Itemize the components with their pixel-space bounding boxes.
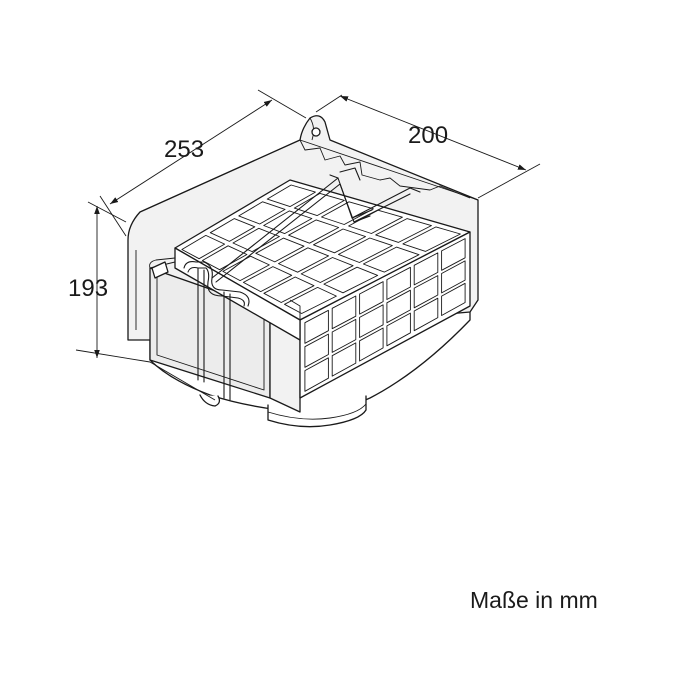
filter-cell [386, 289, 411, 324]
filter-cell [284, 286, 337, 314]
filter-cell [413, 252, 439, 286]
filter-cell [441, 238, 466, 271]
wire-handle [183, 167, 421, 401]
filter-cell [181, 234, 226, 260]
filter-cell [255, 237, 305, 263]
filter-cell [359, 281, 384, 315]
dimension-height-label: 193 [68, 275, 108, 302]
units-note: Maße in mm [470, 587, 598, 613]
filter-cell [209, 218, 256, 242]
filter-cell [300, 257, 354, 283]
filter-unit [127, 115, 479, 428]
dimension-length-label: 253 [164, 136, 204, 163]
filter-cell [338, 237, 393, 263]
filter-cell [263, 276, 315, 303]
filter-cell [288, 219, 340, 244]
filter-cell [304, 357, 329, 392]
dimension-253: 253 [99, 89, 307, 237]
filter-cell [331, 342, 357, 377]
filter-cell [375, 218, 432, 243]
filter-cell [359, 327, 384, 362]
filter-cell [242, 266, 293, 293]
filter-cell [238, 201, 286, 225]
dimension-depth-label: 200 [408, 122, 448, 149]
filter-cell [323, 266, 379, 294]
filter-cell [413, 275, 439, 309]
filter-cell [331, 318, 357, 353]
filter-cell [441, 282, 466, 316]
filter-cell [321, 201, 374, 225]
filter-cell [278, 247, 330, 273]
filter-cell [362, 246, 420, 273]
filter-cell [386, 312, 411, 347]
filter-cell [313, 228, 366, 254]
dimension-200: 200 [315, 94, 541, 199]
dimension-193: 193 [68, 201, 216, 401]
filter-cell [441, 260, 466, 294]
filter-cell [304, 333, 329, 368]
filter-cell [386, 266, 411, 300]
filter-cell [331, 295, 357, 330]
filter-cell [402, 226, 461, 252]
filter-cell [266, 184, 316, 208]
filter-cell [201, 245, 248, 271]
filter-cell [304, 309, 329, 344]
filter-cell [359, 304, 384, 338]
filter-cell [222, 255, 270, 282]
filter-grid-side [304, 238, 466, 392]
filter-cell [413, 297, 439, 332]
